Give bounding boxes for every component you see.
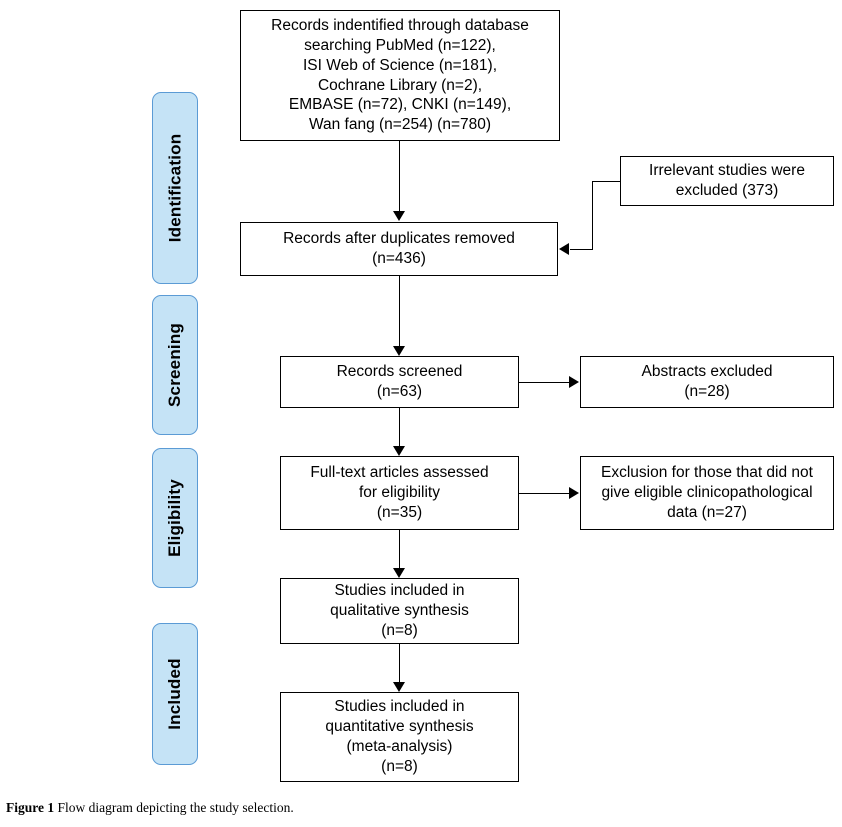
box-records-screened: Records screened (n=63) <box>280 356 519 408</box>
connector-irrelevant-segment-vertical <box>592 181 593 249</box>
arrowhead-identified-to-duplicates <box>393 211 405 221</box>
arrowhead-screened-to-fulltext <box>393 446 405 456</box>
arrowhead-fulltext-to-exclusion <box>569 487 579 499</box>
stage-bar-screening: Screening <box>152 295 198 435</box>
box-abstracts-excluded-text: Abstracts excluded (n=28) <box>641 363 773 400</box>
connector-identified-to-duplicates <box>399 141 400 212</box>
stage-label-eligibility: Eligibility <box>165 479 185 557</box>
stage-bar-included: Included <box>152 623 198 765</box>
connector-duplicates-to-screened <box>399 276 400 346</box>
connector-irrelevant-segment-horizontal-bottom <box>570 249 593 250</box>
box-records-screened-text: Records screened (n=63) <box>336 363 463 400</box>
arrowhead-screened-to-abstracts <box>569 376 579 388</box>
connector-screened-to-fulltext <box>399 408 400 446</box>
box-qualitative-synthesis-text: Studies included in qualitative synthesi… <box>330 582 469 639</box>
figure-caption: Figure 1 Flow diagram depicting the stud… <box>6 800 294 816</box>
figure-caption-text: Flow diagram depicting the study selecti… <box>57 800 294 815</box>
box-fulltext-assessed: Full-text articles assessed for eligibil… <box>280 456 519 530</box>
connector-fulltext-to-qualitative <box>399 530 400 568</box>
box-after-duplicates: Records after duplicates removed (n=436) <box>240 222 558 276</box>
connector-irrelevant-segment-horizontal-top <box>592 181 620 182</box>
box-fulltext-excluded-text: Exclusion for those that did not give el… <box>601 464 813 521</box>
box-fulltext-excluded: Exclusion for those that did not give el… <box>580 456 834 530</box>
box-records-identified: Records indentified through database sea… <box>240 10 560 141</box>
stage-bar-eligibility: Eligibility <box>152 448 198 588</box>
box-records-identified-text: Records indentified through database sea… <box>271 17 529 134</box>
box-qualitative-synthesis: Studies included in qualitative synthesi… <box>280 578 519 644</box>
arrowhead-fulltext-to-qualitative <box>393 568 405 578</box>
stage-label-screening: Screening <box>165 323 184 407</box>
stage-label-included: Included <box>165 658 184 730</box>
box-abstracts-excluded: Abstracts excluded (n=28) <box>580 356 834 408</box>
arrowhead-qualitative-to-quantitative <box>393 682 405 692</box>
figure-caption-label: Figure 1 <box>6 800 55 815</box>
arrowhead-irrelevant-to-duplicates <box>559 243 569 255</box>
box-quantitative-synthesis: Studies included in quantitative synthes… <box>280 692 519 782</box>
connector-screened-to-abstracts <box>519 382 569 383</box>
box-quantitative-synthesis-text: Studies included in quantitative synthes… <box>325 698 474 775</box>
stage-bar-identification: Identification <box>152 92 198 284</box>
connector-fulltext-to-exclusion <box>519 493 569 494</box>
connector-qualitative-to-quantitative <box>399 644 400 682</box>
stage-label-identification: Identification <box>165 133 185 243</box>
box-after-duplicates-text: Records after duplicates removed (n=436) <box>283 230 515 267</box>
box-fulltext-assessed-text: Full-text articles assessed for eligibil… <box>310 464 489 521</box>
arrowhead-duplicates-to-screened <box>393 346 405 356</box>
box-irrelevant-excluded-text: Irrelevant studies were excluded (373) <box>649 162 805 199</box>
box-irrelevant-excluded: Irrelevant studies were excluded (373) <box>620 156 834 206</box>
